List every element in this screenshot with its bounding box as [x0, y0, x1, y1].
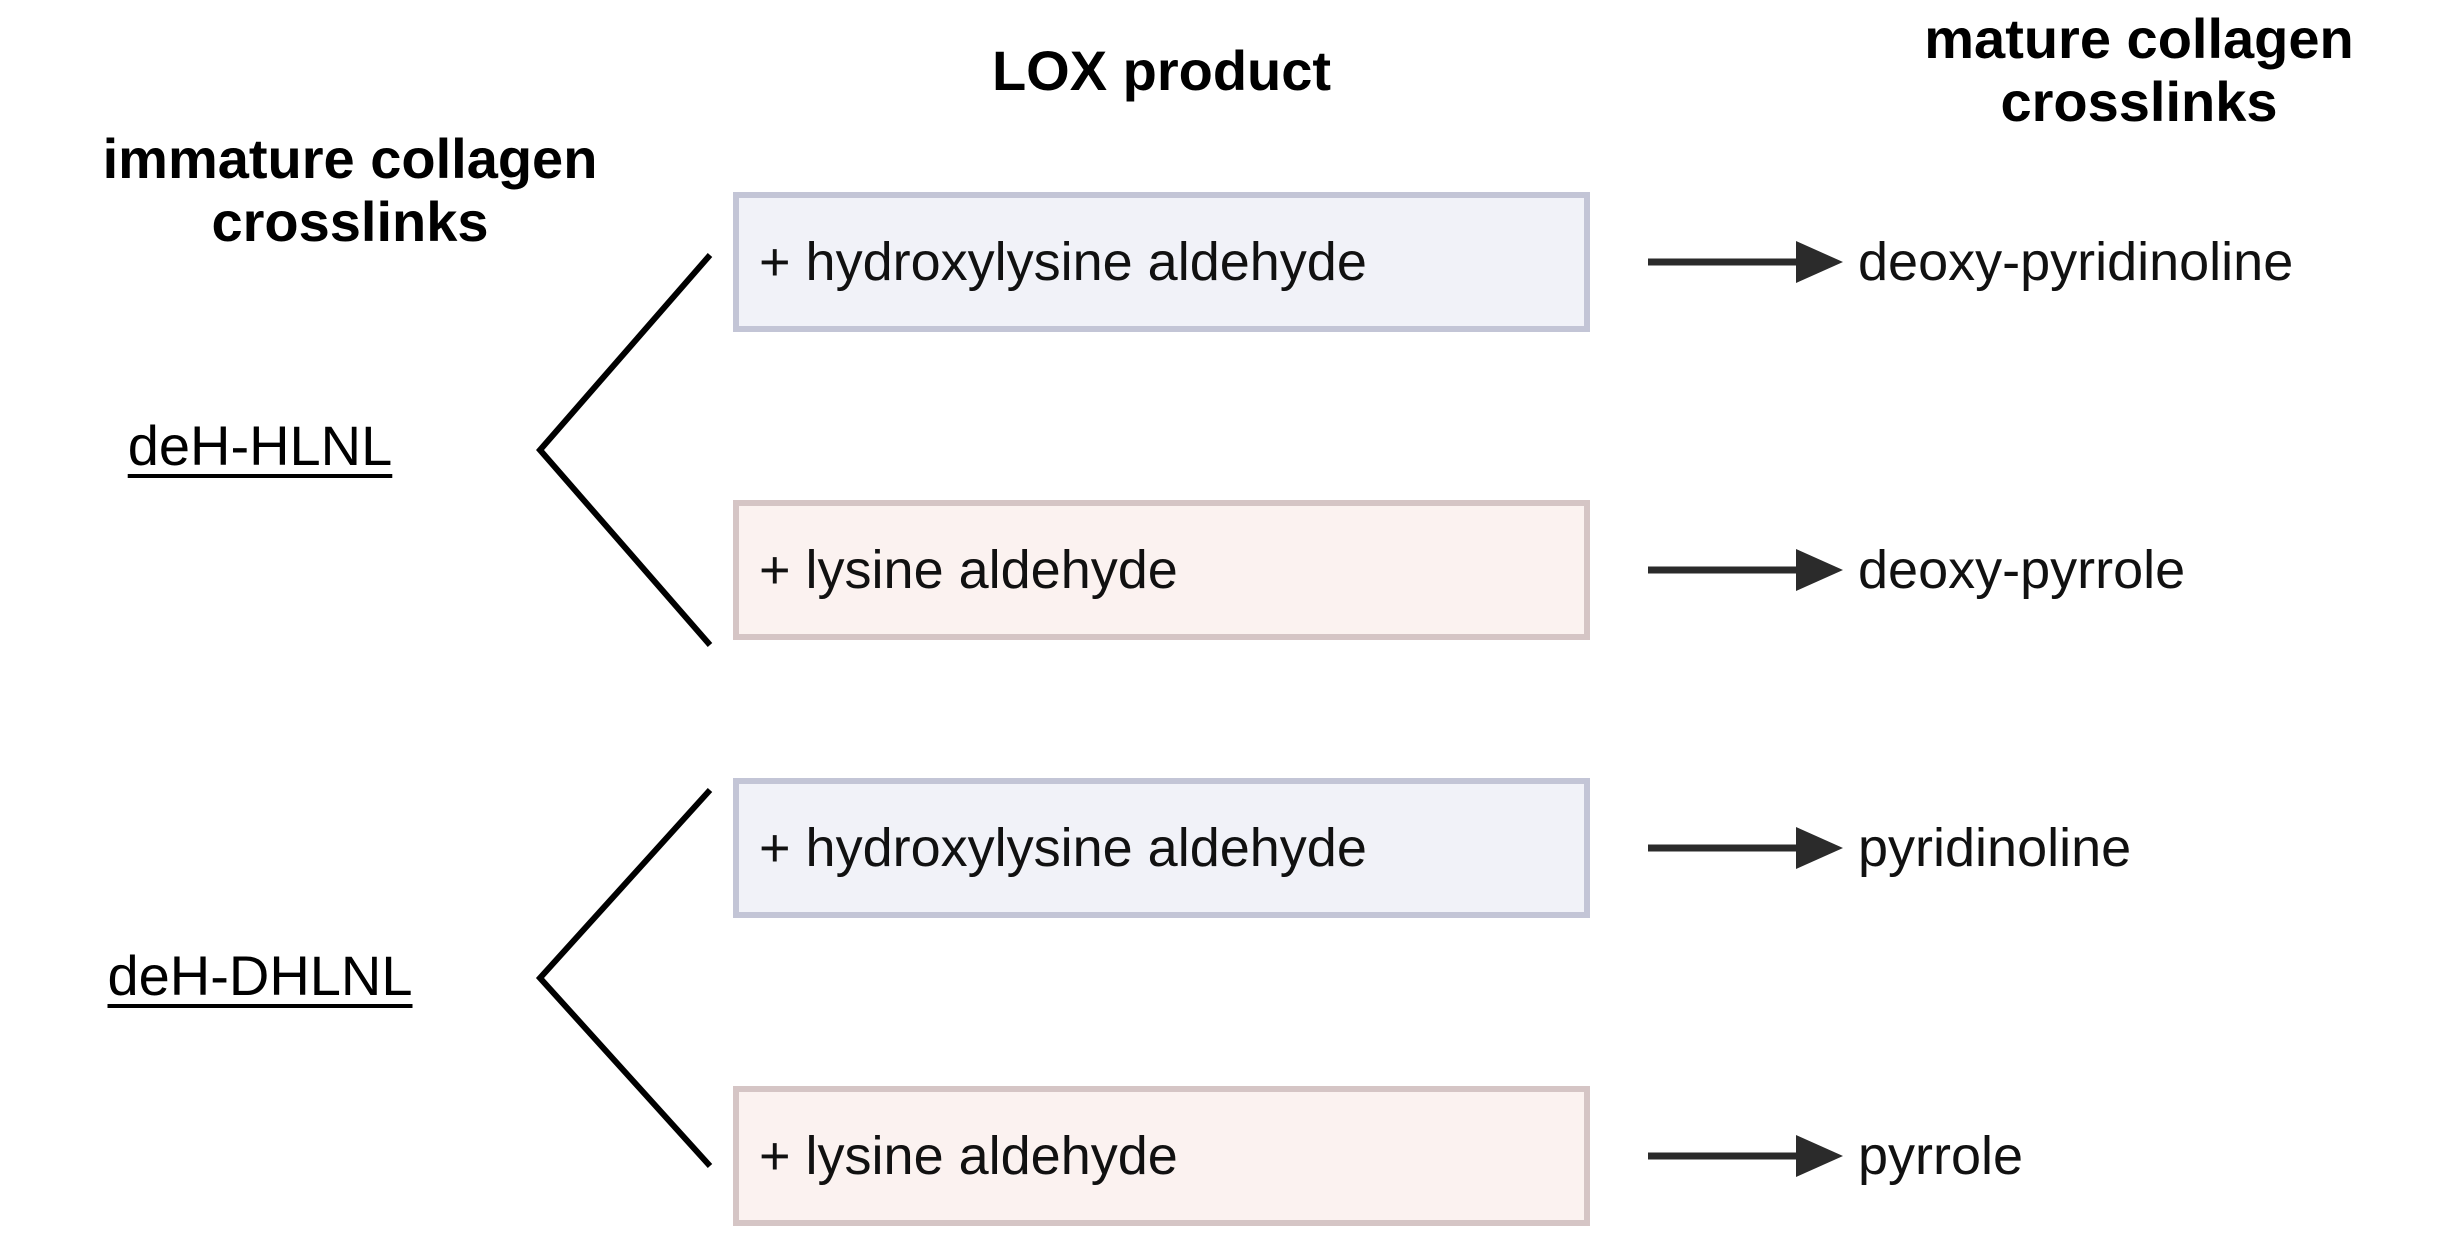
- mature-crosslink-deoxy-pyridinoline: deoxy-pyridinoline: [1858, 232, 2294, 292]
- mature-crosslink-deoxy-pyrrole: deoxy-pyrrole: [1858, 540, 2186, 600]
- column-header-lox-product: LOX product: [991, 39, 1332, 102]
- precursor-label-deh-hlnl: deH-HLNL: [127, 414, 393, 477]
- lox-product-box-hydroxylysine-aldehyde-2: + hydroxylysine aldehyde: [733, 778, 1590, 918]
- precursor-label-deh-dhlnl: deH-DHLNL: [107, 944, 413, 1007]
- lox-product-box-hydroxylysine-aldehyde-1: + hydroxylysine aldehyde: [733, 192, 1590, 332]
- lox-product-box-lysine-aldehyde-1: + lysine aldehyde: [733, 500, 1590, 640]
- mature-crosslink-pyrrole: pyrrole: [1858, 1126, 2024, 1186]
- reaction-arrow-4: [1648, 1135, 1843, 1177]
- reaction-arrow-2: [1648, 549, 1843, 591]
- group-label-immature-collagen-crosslinks: immature collagen crosslinks: [102, 127, 598, 253]
- reaction-arrow-1: [1648, 241, 1843, 283]
- lox-product-label: + hydroxylysine aldehyde: [759, 818, 1367, 878]
- mature-crosslink-pyridinoline: pyridinoline: [1858, 818, 2132, 878]
- lox-product-box-lysine-aldehyde-2: + lysine aldehyde: [733, 1086, 1590, 1226]
- lox-product-label: + hydroxylysine aldehyde: [759, 232, 1367, 292]
- lox-product-label: + lysine aldehyde: [759, 540, 1178, 600]
- lox-product-label: + lysine aldehyde: [759, 1126, 1178, 1186]
- reaction-arrow-3: [1648, 827, 1843, 869]
- column-header-mature-collagen-crosslinks: mature collagen crosslinks: [1924, 7, 2354, 133]
